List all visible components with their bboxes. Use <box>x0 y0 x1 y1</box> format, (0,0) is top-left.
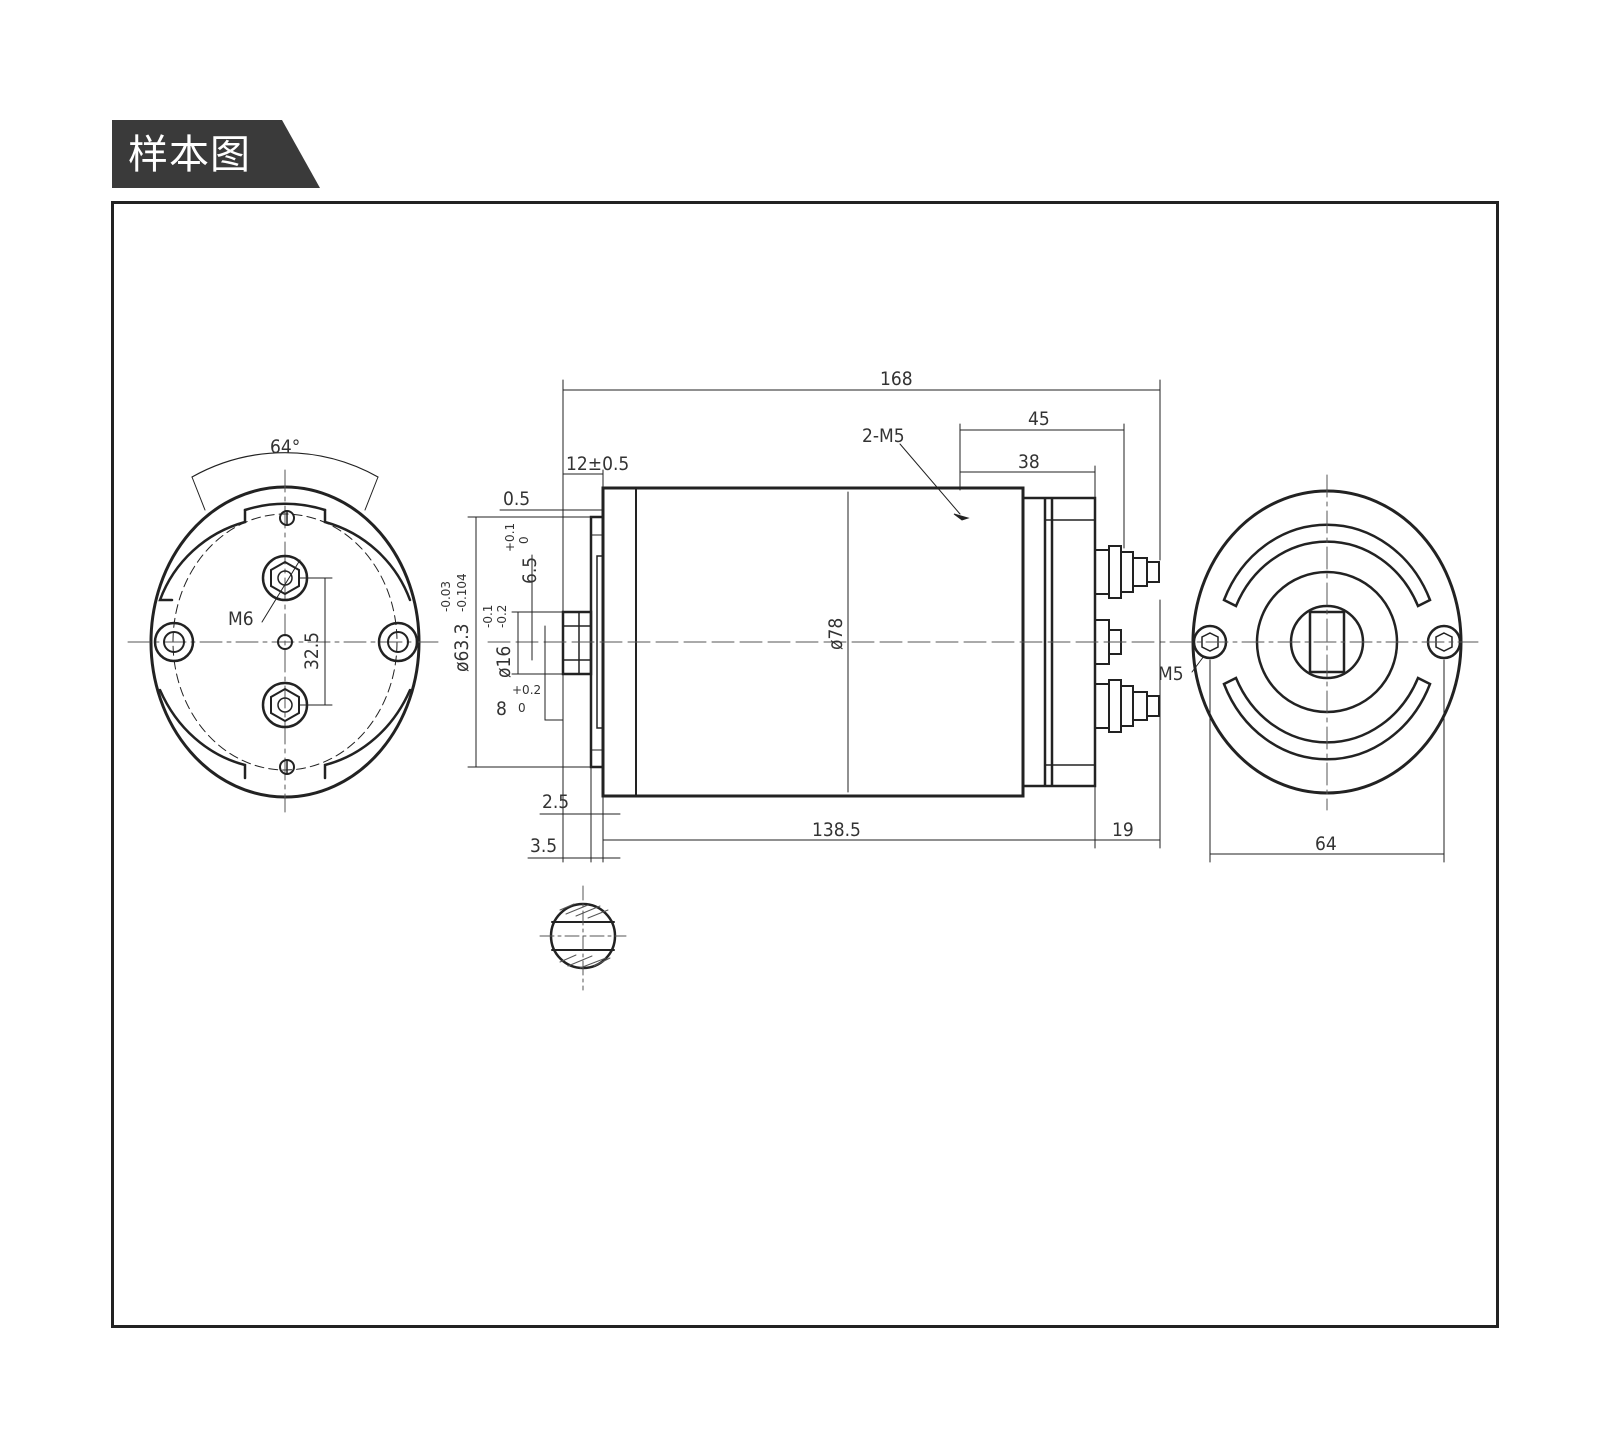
dim-pilot-length: 12±0.5 <box>566 453 629 475</box>
shaft-section <box>539 885 627 991</box>
dim-front-thread: M6 <box>228 608 254 630</box>
dim-bolt-spacing: 32.5 <box>301 632 323 670</box>
dim-thread-callout: 2-M5 <box>862 425 905 447</box>
dim-terminal-span: 45 <box>1028 408 1050 430</box>
dim-key-width-tol-lower: 0 <box>518 701 526 715</box>
front-inner-rim <box>158 508 412 780</box>
front-right-hole <box>377 621 419 663</box>
dim-rear-length: 19 <box>1112 819 1134 841</box>
dim-pilot-diameter: ø63.3 <box>451 623 473 672</box>
dim-pilot-diameter-tol-upper: -0.03 <box>439 581 453 612</box>
shaft <box>561 610 593 676</box>
dim-angle: 64° <box>270 436 300 458</box>
dim-flange-offset: 0.5 <box>503 488 530 510</box>
front-left-hole <box>153 621 195 663</box>
dim-body-length: 138.5 <box>812 819 861 841</box>
dim-body-diameter: ø78 <box>825 618 847 650</box>
front-inner-rim-arc <box>243 502 327 512</box>
rear-slot-lower <box>1222 676 1432 761</box>
side-view <box>467 379 1166 863</box>
dim-shaft-diameter-tol-lower: -0.2 <box>495 605 509 628</box>
section-tab <box>112 120 320 188</box>
dim-flat-depth-tol-upper: +0.1 <box>503 523 517 552</box>
dim-key-width: 8 <box>496 698 507 720</box>
rear-terminal-top <box>1094 545 1160 599</box>
dim-rear-thread: M5 <box>1158 663 1184 685</box>
dim-flat-depth: 6.5 <box>519 557 541 584</box>
dim-shaft-diameter-tol-upper: -0.1 <box>481 605 495 628</box>
rear-slot-upper <box>1222 523 1432 608</box>
rear-view <box>1169 474 1479 863</box>
dim-rear-bolt-spacing: 64 <box>1315 833 1337 855</box>
front-center-hole <box>277 634 293 650</box>
dim-key-width-tol-upper: +0.2 <box>512 683 541 697</box>
dim-flange-thickness: 2.5 <box>542 791 569 813</box>
section-title: 样本图 <box>128 132 251 178</box>
dim-flat-depth-tol-lower: 0 <box>517 536 531 544</box>
dim-pilot-diameter-tol-lower: -0.104 <box>455 573 469 612</box>
dim-terminal-inner: 38 <box>1018 451 1040 473</box>
dim-shaft-step: 3.5 <box>530 835 557 857</box>
front-view <box>127 452 441 813</box>
dim-overall-length: 168 <box>880 368 913 390</box>
angle-arc <box>191 452 379 478</box>
dim-shaft-diameter: ø16 <box>493 646 515 678</box>
rear-terminal-bottom <box>1094 679 1160 733</box>
drawing-frame <box>111 201 1499 1328</box>
